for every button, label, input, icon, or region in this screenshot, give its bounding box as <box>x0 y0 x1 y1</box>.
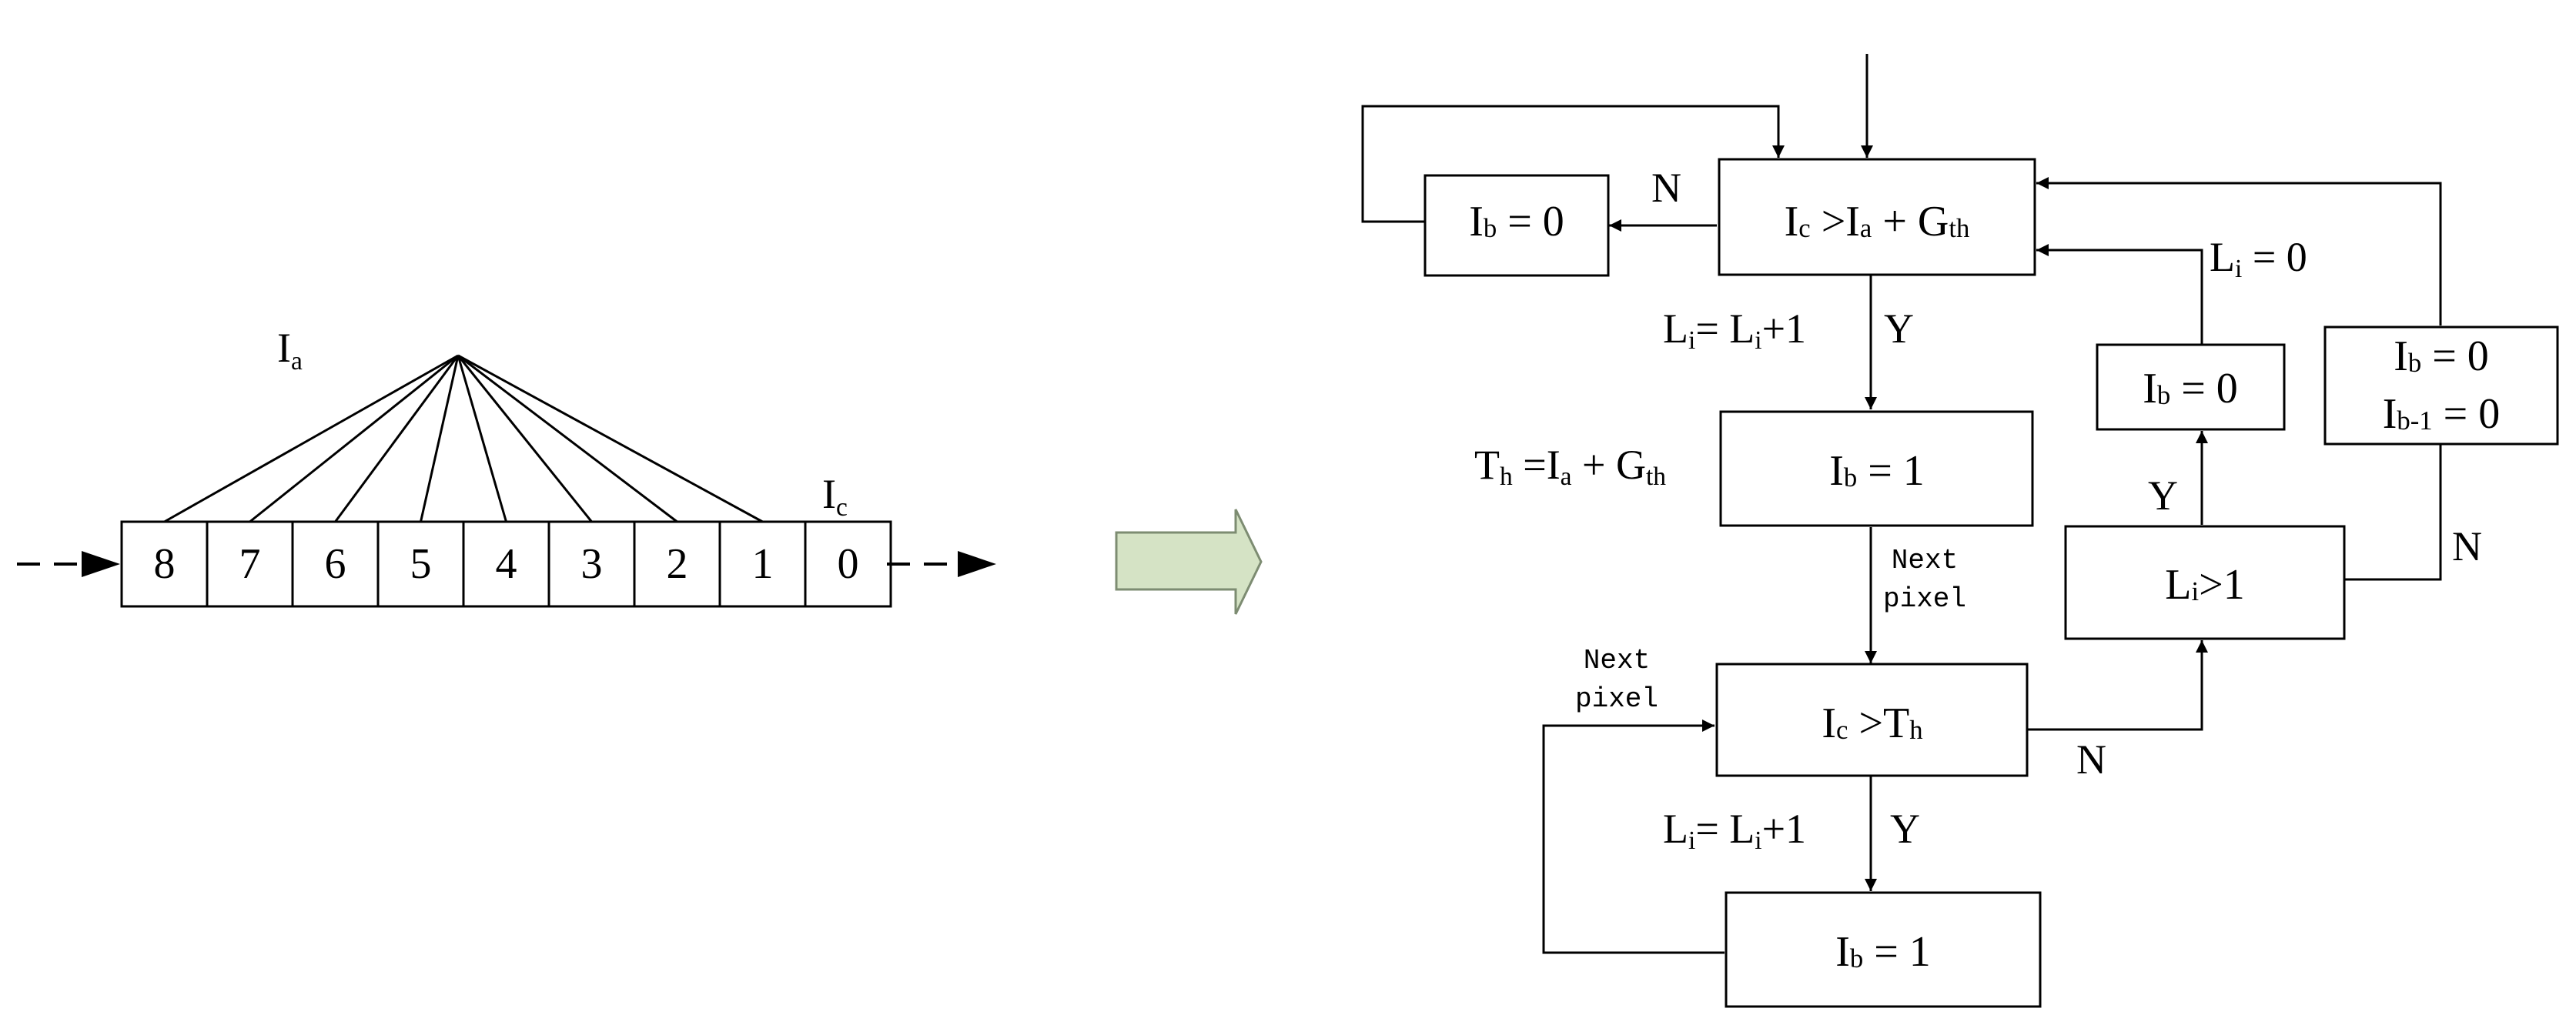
fan-line <box>249 354 459 523</box>
label-ic: Ic <box>822 471 848 522</box>
fan-line <box>457 354 764 523</box>
n-label-left: N <box>1651 165 1681 211</box>
li-check-box: Li>1 <box>2064 525 2346 640</box>
fan-line <box>163 354 459 523</box>
ib1-bottom-text: Ib = 1 <box>1835 928 1931 976</box>
transition-arrow-icon <box>1115 509 1263 615</box>
li-reset-arrow <box>2036 244 2203 345</box>
ib0-mid-box: Ib = 0 <box>2096 343 2286 431</box>
buffer-cell-value: 3 <box>581 540 603 588</box>
buffer-cell: 1 <box>718 520 807 608</box>
buffer-cell: 4 <box>462 520 550 608</box>
li-reset-label: Li = 0 <box>2210 234 2307 283</box>
buffer-cell-value: 8 <box>154 540 176 588</box>
inc1-label: Li= Li+1 <box>1663 305 1806 355</box>
buffer-cell: 6 <box>291 520 380 608</box>
ib0-loop-back-arrow <box>1361 105 1785 223</box>
pixel-buffer: 8 7 6 5 4 3 2 1 0 Ia Ic <box>17 325 996 608</box>
ib1-bottom-box: Ib = 1 <box>1725 891 2042 1008</box>
next-pixel-label-2b: pixel <box>1575 683 1658 715</box>
next-pixel-label-1a: Next <box>1892 545 1958 576</box>
n-label-li: N <box>2452 523 2482 569</box>
cond2-text: Ic >Th <box>1822 699 1922 747</box>
buffer-cell: 7 <box>206 520 294 608</box>
li-check-text: Li>1 <box>2165 561 2244 609</box>
n-arrow-to-li-check <box>2027 640 2208 731</box>
th-label: Th =Ia + Gth <box>1474 442 1666 491</box>
y-label-li: Y <box>2148 472 2178 519</box>
buffer-cell-value: 2 <box>667 540 688 588</box>
ib1-top-box: Ib = 1 <box>1719 410 2034 527</box>
flowchart: Ic >Ia + Gth Ib = 0 Ib = 1 Ic >Th Ib = 1… <box>1361 54 2559 1008</box>
buffer-cell-value: 6 <box>325 540 346 588</box>
cond1-text: Ic >Ia + Gth <box>1785 198 1970 245</box>
buffer-cell-value: 5 <box>410 540 432 588</box>
fan-line <box>457 355 593 523</box>
buffer-cell: 8 <box>120 520 209 608</box>
buffer-cell-value: 4 <box>496 540 517 588</box>
buffer-cells: 8 7 6 5 4 3 2 1 0 <box>120 520 892 608</box>
buffer-cell-value: 1 <box>752 540 774 588</box>
ib0-left-text: Ib = 0 <box>1469 198 1564 245</box>
cond2-box: Ic >Th <box>1715 663 2029 777</box>
n-arrow-to-ib0-right <box>2344 445 2442 581</box>
ib0-left-box: Ib = 0 <box>1423 174 1610 277</box>
next-pixel-label-2a: Next <box>1584 645 1650 676</box>
y-label-2: Y <box>1890 806 1920 852</box>
ib0-right-text-2: Ib-1 = 0 <box>2383 390 2501 438</box>
buffer-cell: 3 <box>547 520 636 608</box>
buffer-input-arrowhead <box>82 551 120 577</box>
ib0-right-text-1: Ib = 0 <box>2394 332 2489 380</box>
next-pixel-label-1b: pixel <box>1883 583 1966 615</box>
n-label-cond2: N <box>2076 736 2106 783</box>
ib0-mid-text: Ib = 0 <box>2143 365 2238 412</box>
ib0-right-loop-arrow <box>2036 177 2442 326</box>
buffer-cell-value: 7 <box>239 540 261 588</box>
fan-line <box>420 355 460 523</box>
buffer-cell-value: 0 <box>838 540 859 588</box>
inc2-label: Li= Li+1 <box>1663 806 1806 855</box>
next-pixel-loop-arrow <box>1542 719 1725 954</box>
reference-fan-lines <box>163 354 764 523</box>
buffer-cell: 2 <box>633 520 721 608</box>
buffer-cell: 0 <box>804 520 892 608</box>
cond1-box: Ic >Ia + Gth <box>1718 158 2036 276</box>
fan-line <box>334 355 460 523</box>
buffer-output-arrowhead <box>958 551 996 577</box>
fan-line <box>457 355 507 523</box>
y-label-1: Y <box>1884 305 1914 352</box>
buffer-cell: 5 <box>376 520 465 608</box>
fan-line <box>457 354 678 523</box>
ib1-top-text: Ib = 1 <box>1829 447 1925 495</box>
label-ia: Ia <box>277 325 303 376</box>
ib0-right-box: Ib = 0 Ib-1 = 0 <box>2323 326 2559 446</box>
